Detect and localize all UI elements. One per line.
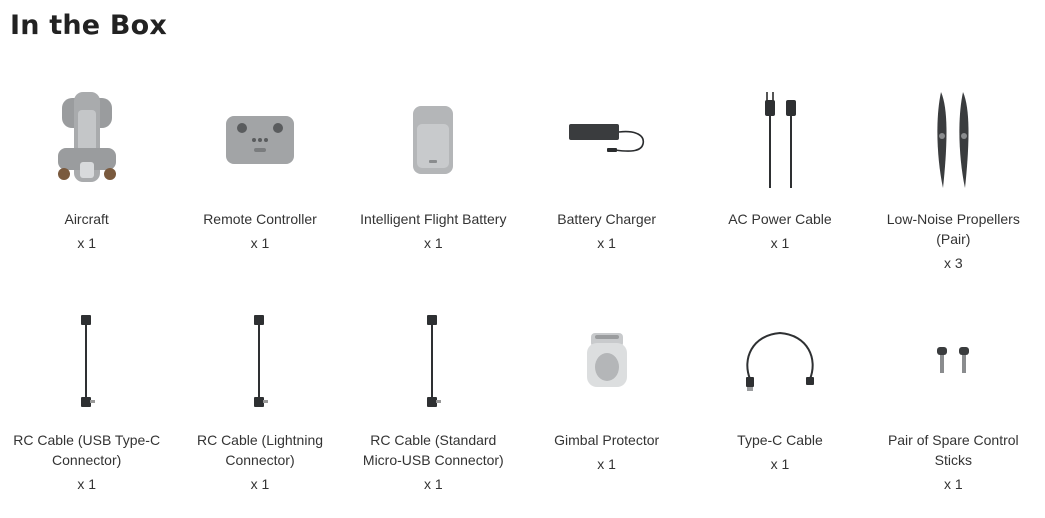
- item-name: Battery Charger: [557, 211, 657, 227]
- box-item-battery: Intelligent Flight Battery x 1: [347, 70, 520, 291]
- gimbal-protector-image: [520, 301, 693, 421]
- item-name: Type-C Cable: [737, 432, 823, 448]
- item-name: RC Cable (USB Type-C Connector): [13, 432, 161, 468]
- page-title: In the Box: [10, 10, 168, 41]
- box-item-rc-cable-microusb: RC Cable (Standard Micro-USB Connector) …: [347, 291, 520, 512]
- battery-image: [347, 80, 520, 200]
- item-quantity: x 3: [943, 255, 963, 271]
- item-quantity: x 1: [597, 456, 616, 472]
- item-quantity: x 1: [77, 235, 96, 251]
- item-quantity: x 1: [77, 476, 96, 492]
- rc-cable-lightning-image: [173, 301, 346, 421]
- item-name: Gimbal Protector: [554, 432, 660, 448]
- box-item-aircraft: Aircraft x 1: [0, 70, 173, 291]
- box-item-ac-power-cable: AC Power Cable x 1: [693, 70, 866, 291]
- box-item-gimbal-protector: Gimbal Protector x 1: [520, 291, 693, 512]
- ac-power-cable-image: [693, 80, 866, 200]
- item-quantity: x 1: [597, 235, 616, 251]
- item-quantity: x 1: [943, 476, 963, 492]
- box-item-rc-cable-lightning: RC Cable (Lightning Connector) x 1: [173, 291, 346, 512]
- box-item-remote-controller: Remote Controller x 1: [173, 70, 346, 291]
- item-quantity: x 1: [770, 235, 790, 251]
- box-item-type-c-cable: Type-C Cable x 1: [693, 291, 866, 512]
- aircraft-image: [0, 80, 173, 200]
- item-name: RC Cable (Standard Micro-USB Connector): [362, 432, 504, 468]
- item-quantity: x 1: [770, 456, 790, 472]
- box-items-grid: Aircraft x 1 Remote Controller x 1: [0, 70, 1045, 512]
- box-item-rc-cable-usbc: RC Cable (USB Type-C Connector) x 1: [0, 291, 173, 512]
- battery-charger-image: [520, 80, 693, 200]
- box-item-propellers: Low-Noise Propellers (Pair) x 3: [867, 70, 1040, 291]
- box-item-control-sticks: Pair of Spare Control Sticks x 1: [867, 291, 1040, 512]
- item-name: Aircraft: [64, 211, 109, 227]
- remote-controller-image: [173, 80, 346, 200]
- item-name: Intelligent Flight Battery: [360, 211, 507, 227]
- item-name: Remote Controller: [203, 211, 317, 227]
- item-quantity: x 1: [423, 235, 443, 251]
- rc-cable-microusb-image: [347, 301, 520, 421]
- item-quantity: x 1: [250, 476, 270, 492]
- rc-cable-usbc-image: [0, 301, 173, 421]
- item-name: AC Power Cable: [728, 211, 832, 227]
- item-name: Low-Noise Propellers (Pair): [886, 211, 1020, 247]
- item-quantity: x 1: [423, 476, 443, 492]
- box-item-battery-charger: Battery Charger x 1: [520, 70, 693, 291]
- control-sticks-image: [867, 301, 1040, 421]
- propellers-image: [867, 80, 1040, 200]
- type-c-cable-image: [693, 301, 866, 421]
- item-name: Pair of Spare Control Sticks: [887, 432, 1019, 468]
- item-quantity: x 1: [250, 235, 270, 251]
- item-name: RC Cable (Lightning Connector): [196, 432, 324, 468]
